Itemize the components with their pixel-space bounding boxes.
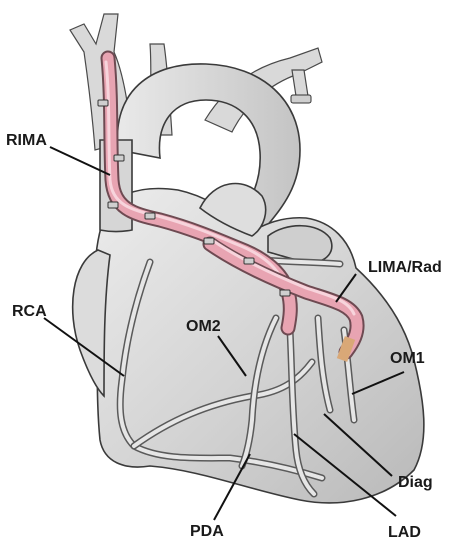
- radial-segment: [342, 338, 350, 360]
- lad-label: LAD: [388, 524, 421, 541]
- pda-label: PDA: [190, 523, 224, 540]
- diag-label: Diag: [398, 474, 433, 491]
- right-atrium: [73, 250, 110, 396]
- om1-label: OM1: [390, 350, 425, 367]
- graft-clip: [145, 213, 155, 219]
- graft-clip: [108, 202, 118, 208]
- subclavian-branch: [292, 70, 308, 96]
- graft-clip: [280, 290, 290, 296]
- graft-clip: [204, 238, 214, 244]
- heart-body: [95, 189, 424, 503]
- vessel-clamp: [291, 95, 311, 103]
- graft-clip: [98, 100, 108, 106]
- om2-label: OM2: [186, 318, 221, 335]
- graft-clip: [114, 155, 124, 161]
- rima-label: RIMA: [6, 132, 47, 149]
- rca-label: RCA: [12, 303, 47, 320]
- graft-clip: [244, 258, 254, 264]
- lima-rad-label: LIMA/Rad: [368, 259, 442, 276]
